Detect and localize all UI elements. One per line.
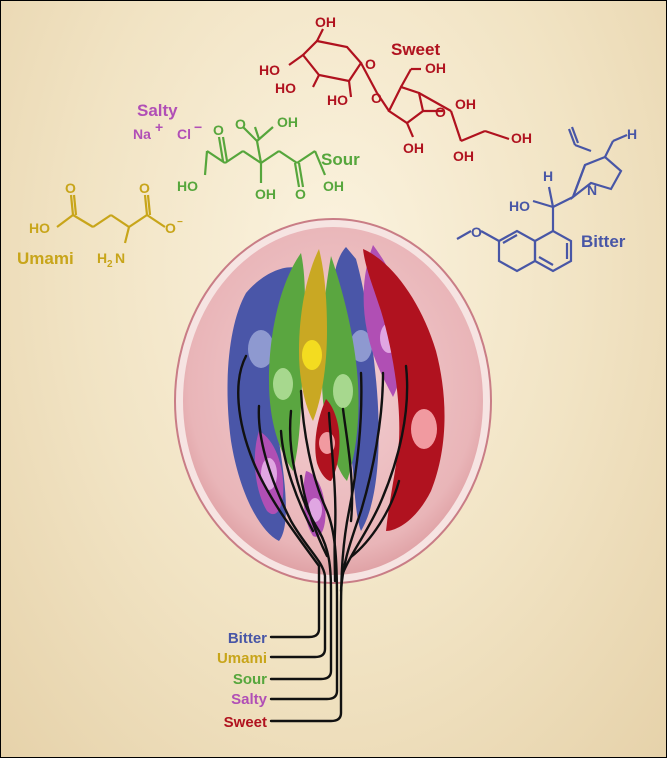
bitter-o: O	[471, 224, 482, 240]
umami-molecule-labels: Umami HO O O O − H 2 N	[17, 180, 183, 270]
salty-ions: Salty Na + Cl −	[133, 101, 202, 142]
sodium-ion: Na	[133, 126, 151, 142]
sour-cell-nucleus-left	[273, 368, 293, 400]
sour-oh-1: OH	[277, 114, 298, 130]
umami-h2-sub: 2	[107, 259, 113, 270]
bitter-h-2: H	[627, 126, 637, 142]
sour-molecule-labels: Sour O OH O HO OH O OH	[177, 114, 360, 202]
legend-umami: Umami	[217, 650, 267, 667]
bitter-n: N	[587, 182, 597, 198]
umami-cell-nucleus	[302, 340, 322, 370]
legend: Bitter Umami Sour Salty Sweet	[217, 630, 268, 731]
bitter-molecule-labels: Bitter O HO H H N	[471, 126, 637, 251]
sweet-o-1: O	[365, 56, 376, 72]
umami-n: N	[115, 250, 125, 266]
sweet-title: Sweet	[391, 40, 440, 59]
chloride-ion: Cl	[177, 126, 191, 142]
bitter-molecule	[456, 126, 628, 273]
sour-molecule	[203, 126, 327, 188]
sweet-ho-1: HO	[259, 62, 280, 78]
sour-ho: HO	[177, 178, 198, 194]
umami-o-2: O	[139, 180, 150, 196]
umami-molecule	[56, 194, 166, 244]
legend-salty: Salty	[231, 691, 268, 708]
chloride-charge: −	[194, 119, 202, 135]
bitter-cell-left	[227, 267, 301, 541]
sweet-oh-5: OH	[453, 148, 474, 164]
sour-oh-3: OH	[323, 178, 344, 194]
sweet-oh-4: OH	[403, 140, 424, 156]
sweet-oh-1: OH	[315, 14, 336, 30]
sour-title: Sour	[321, 150, 360, 169]
sour-o-3: O	[295, 186, 306, 202]
umami-ho: HO	[29, 220, 50, 236]
nerve-fibers	[237, 354, 409, 723]
sweet-o-3: O	[435, 104, 446, 120]
bitter-title: Bitter	[581, 232, 626, 251]
umami-title: Umami	[17, 249, 74, 268]
sodium-charge: +	[155, 119, 163, 135]
sweet-oh-2: OH	[425, 60, 446, 76]
salty-title: Salty	[137, 101, 178, 120]
legend-bitter: Bitter	[228, 630, 267, 647]
umami-o-minus: O	[165, 220, 176, 236]
sour-oh-2: OH	[255, 186, 276, 202]
bitter-cell-nucleus-right	[350, 330, 372, 362]
bitter-cell-nucleus-left	[248, 330, 274, 368]
sweet-ho-3: HO	[327, 92, 348, 108]
umami-charge: −	[177, 217, 183, 228]
bitter-h-1: H	[543, 168, 553, 184]
umami-o-1: O	[65, 180, 76, 196]
sweet-molecule-labels: Sweet OH HO HO HO O O O OH OH OH OH OH	[259, 14, 532, 164]
taste-bud	[174, 218, 492, 723]
legend-sour: Sour	[233, 671, 267, 688]
sweet-o-2: O	[371, 90, 382, 106]
sweet-oh-6: OH	[511, 130, 532, 146]
sour-cell-nucleus-right	[333, 374, 353, 408]
sweet-oh-3: OH	[455, 96, 476, 112]
umami-cell	[299, 249, 327, 421]
sour-o-1: O	[235, 116, 246, 132]
sweet-molecule	[288, 28, 510, 143]
umami-h2: H	[97, 250, 107, 266]
sweet-ho-2: HO	[275, 80, 296, 96]
sour-cell-left	[269, 253, 305, 471]
sour-o-2: O	[213, 122, 224, 138]
sweet-cell-nucleus-right	[411, 409, 437, 449]
bitter-ho: HO	[509, 198, 530, 214]
sweet-cell-right	[363, 249, 445, 531]
legend-sweet: Sweet	[224, 714, 267, 731]
